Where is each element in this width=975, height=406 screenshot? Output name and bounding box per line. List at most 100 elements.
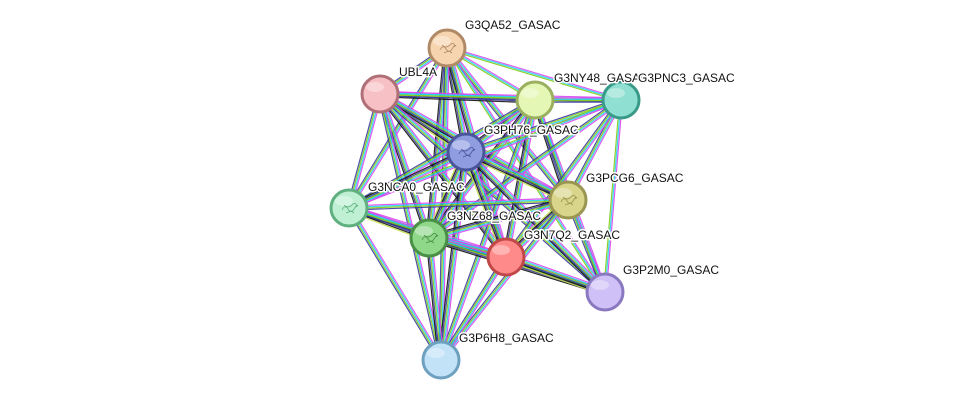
node-g3n7q2[interactable] [486, 237, 526, 277]
edge-line [429, 237, 443, 360]
edge-line [350, 206, 444, 360]
edge-line [347, 93, 380, 208]
edge-line [465, 97, 621, 151]
protein-structure-icon [458, 147, 476, 158]
edge-UBL4A-G3N7Q2 [377, 91, 509, 260]
node-circle[interactable] [421, 340, 461, 380]
node-circle[interactable] [427, 28, 467, 68]
edge-line [346, 208, 440, 362]
node-highlight [554, 188, 572, 198]
edge-line [605, 100, 623, 293]
edge-line [466, 150, 607, 292]
edge-line [349, 200, 569, 210]
node-g3qa52[interactable] [427, 28, 467, 68]
edge-line [377, 95, 505, 260]
node-circle[interactable] [360, 74, 400, 114]
edge-line [381, 91, 509, 256]
edge-line [425, 238, 439, 361]
edge-line [350, 48, 450, 210]
node-circle[interactable] [585, 272, 625, 312]
edge-line [439, 151, 466, 360]
edge-G3PH76-G3NCA0 [347, 148, 468, 212]
edge-line [464, 152, 605, 294]
edge-line [347, 97, 535, 207]
node-label-g3qa52: G3QA52_GASAC [465, 18, 561, 32]
edge-line [428, 98, 621, 238]
node-g3ny48[interactable] [515, 80, 555, 120]
edge-G3NCA0-G3P6H8 [346, 206, 444, 362]
node-g3p2m0[interactable] [585, 272, 625, 312]
node-g3pnc3[interactable] [601, 80, 641, 120]
edge-UBL4A-G3NCA0 [346, 93, 383, 209]
edge-G3QA52-G3NCA0 [346, 46, 450, 210]
node-g3p6h8[interactable] [421, 340, 461, 380]
edge-line [465, 151, 606, 293]
edge-line [504, 99, 621, 257]
edge-G3NZ68-G3P6H8 [425, 237, 445, 361]
edge-line [503, 98, 620, 257]
node-label-g3p6h8: G3P6H8_GASAC [459, 331, 554, 345]
network-nodes [329, 28, 641, 380]
edge-line [347, 208, 441, 361]
edge-line [466, 100, 622, 154]
node-ubl4a[interactable] [360, 74, 400, 114]
edge-line [382, 92, 433, 238]
node-circle[interactable] [329, 188, 369, 228]
edge-line [349, 152, 467, 210]
node-g3ph76[interactable] [446, 132, 486, 172]
edge-line [350, 94, 383, 209]
node-highlight [591, 280, 609, 290]
edge-line [428, 99, 536, 239]
edge-line [346, 46, 446, 208]
edge-line [447, 46, 622, 100]
node-highlight [607, 88, 625, 98]
node-highlight [427, 348, 445, 358]
edge-G3QA52-G3PNC3 [446, 46, 622, 102]
edge-G3PH76-G3P2M0 [463, 149, 608, 295]
node-label-g3ph76: G3PH76_GASAC [484, 123, 579, 137]
edge-line [349, 201, 569, 211]
edge-line [443, 152, 470, 361]
node-circle[interactable] [446, 132, 486, 172]
node-circle[interactable] [548, 180, 588, 220]
node-circle[interactable] [601, 80, 641, 120]
protein-structure-icon [439, 43, 457, 54]
edge-line [507, 100, 624, 259]
node-highlight [366, 82, 384, 92]
edge-line [379, 96, 535, 104]
edge-line [348, 197, 568, 207]
edge-line [428, 237, 442, 361]
node-label-g3n7q2: G3N7Q2_GASAC [524, 228, 620, 242]
edge-line [429, 101, 623, 241]
node-g3nz68[interactable] [409, 218, 449, 258]
edge-line [349, 101, 537, 211]
edge-line [437, 151, 464, 360]
node-circle[interactable] [486, 237, 526, 277]
edge-line [446, 47, 606, 293]
edge-line [380, 93, 431, 238]
node-circle[interactable] [409, 218, 449, 258]
edge-line [441, 152, 468, 361]
edge-line [463, 153, 604, 295]
node-circle[interactable] [515, 80, 555, 120]
protein-structure-icon [341, 203, 359, 214]
edge-line [346, 93, 379, 208]
edge-line [348, 151, 467, 209]
node-label-g3nz68: G3NZ68_GASAC [447, 209, 541, 223]
edge-line [347, 148, 466, 207]
edge-G3NCA0-G3PCG6 [348, 197, 569, 211]
edge-line [349, 207, 443, 360]
node-g3pcg6[interactable] [548, 180, 588, 220]
edge-line [604, 99, 622, 293]
edge-line [438, 255, 505, 360]
edge-line [349, 48, 449, 209]
edge-line [439, 256, 506, 360]
edge-G3PNC3-G3PH76 [465, 97, 622, 155]
edge-line [427, 238, 441, 361]
node-g3nca0[interactable] [329, 188, 369, 228]
edge-line [429, 200, 569, 240]
edge-line [428, 196, 568, 236]
edge-line [440, 151, 467, 361]
node-highlight [335, 196, 353, 206]
